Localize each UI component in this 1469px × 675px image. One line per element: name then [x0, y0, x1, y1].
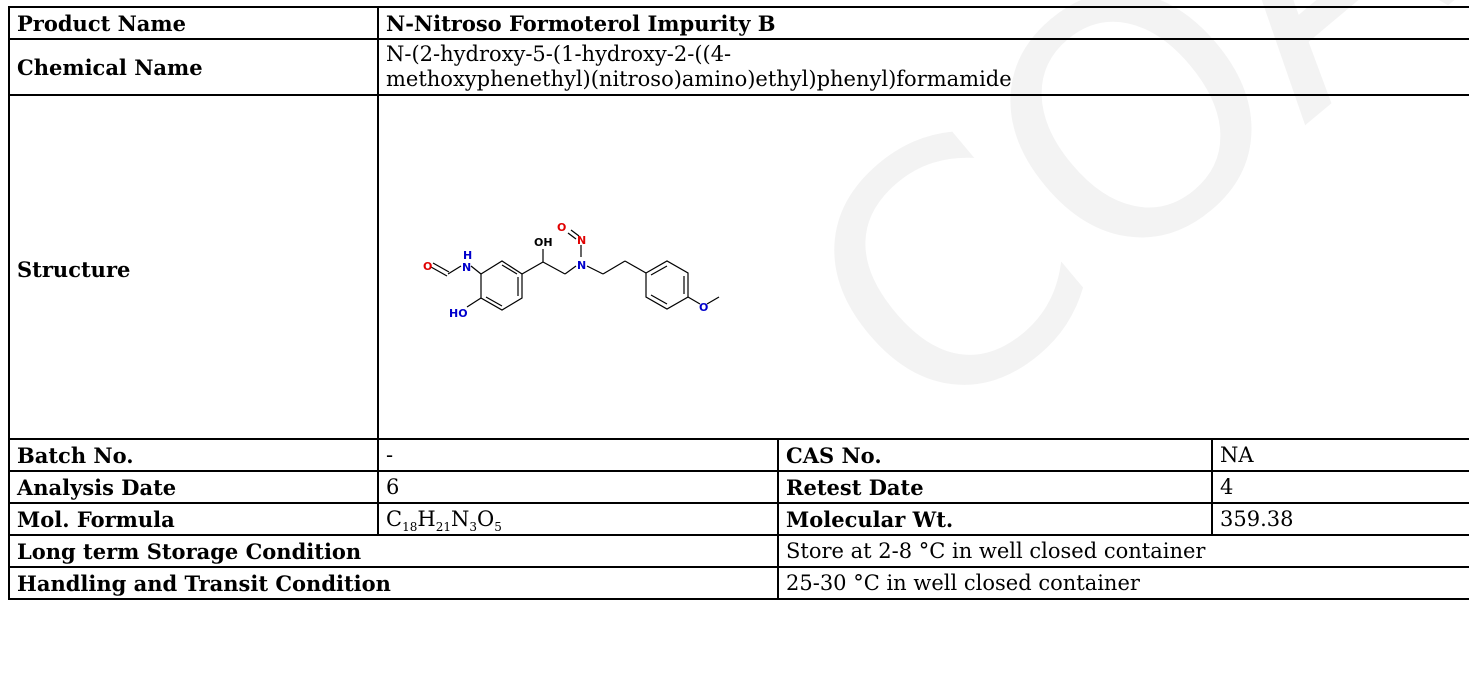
chemical-name-line2: methoxyphenethyl)(nitroso)amino)ethyl)ph…: [386, 67, 1012, 91]
row-batch: Batch No. - CAS No. NA: [8, 438, 1469, 472]
row-structure: Structure: [8, 94, 1469, 440]
mol-weight-value: 359.38: [1210, 502, 1469, 536]
atom-o-nitroso: O: [557, 221, 566, 234]
row-product-name: Product Name N-Nitroso Formoterol Impuri…: [8, 6, 1469, 40]
formula-h-count: 21: [435, 519, 451, 534]
transit-label: Handling and Transit Condition: [8, 566, 779, 600]
atom-nh-h: H: [463, 249, 472, 262]
retest-date-label: Retest Date: [777, 470, 1213, 504]
atom-ho: HO: [449, 307, 468, 320]
structure-label: Structure: [8, 94, 379, 440]
product-name-label: Product Name: [8, 6, 379, 40]
atom-n-amine: N: [577, 259, 586, 272]
atom-oh-top: OH: [534, 236, 553, 249]
formula-h: H: [417, 506, 436, 531]
row-chemical-name: Chemical Name N-(2-hydroxy-5-(1-hydroxy-…: [8, 38, 1469, 96]
chemical-name-label: Chemical Name: [8, 38, 379, 96]
cas-value: NA: [1210, 438, 1469, 472]
batch-value: -: [377, 438, 779, 472]
formula-c: C: [386, 506, 403, 531]
cas-label: CAS No.: [777, 438, 1213, 472]
mol-formula-label: Mol. Formula: [8, 502, 379, 536]
chemical-name-line1: N-(2-hydroxy-5-(1-hydroxy-2-((4-: [386, 42, 732, 66]
row-analysis-date: Analysis Date 6 Retest Date 4: [8, 470, 1469, 504]
formula-c-count: 18: [402, 519, 418, 534]
row-storage: Long term Storage Condition Store at 2-8…: [8, 534, 1469, 568]
analysis-date-label: Analysis Date: [8, 470, 379, 504]
transit-value: 25-30 °C in well closed container: [776, 566, 1469, 600]
formula-n: N: [450, 506, 470, 531]
formula-o: O: [476, 506, 495, 531]
structure-diagram: O N H OH O N N HO O: [423, 221, 720, 320]
storage-value: Store at 2-8 °C in well closed container: [776, 534, 1469, 568]
atom-o-formyl: O: [423, 260, 432, 273]
mol-formula-value: C18H21N3O5: [377, 502, 779, 536]
atom-n-nitroso: N: [577, 234, 586, 247]
atom-nh-n: N: [462, 261, 471, 274]
analysis-date-value: 6: [377, 470, 779, 504]
product-name-value: N-Nitroso Formoterol Impurity B: [376, 6, 1469, 40]
atom-o-methoxy: O: [699, 301, 708, 314]
row-transit: Handling and Transit Condition 25-30 °C …: [8, 566, 1469, 600]
formula-o-count: 5: [494, 519, 502, 534]
row-formula: Mol. Formula C18H21N3O5 Molecular Wt. 35…: [8, 502, 1469, 536]
mol-weight-label: Molecular Wt.: [777, 502, 1213, 536]
coa-table: Product Name N-Nitroso Formoterol Impuri…: [8, 6, 1469, 600]
retest-date-value: 4: [1210, 470, 1469, 504]
structure-cell: O N H OH O N N HO O: [376, 94, 1469, 440]
chemical-name-value: N-(2-hydroxy-5-(1-hydroxy-2-((4-methoxyp…: [376, 38, 1469, 96]
batch-label: Batch No.: [8, 438, 379, 472]
formula-n-count: 3: [469, 519, 477, 534]
storage-label: Long term Storage Condition: [8, 534, 779, 568]
